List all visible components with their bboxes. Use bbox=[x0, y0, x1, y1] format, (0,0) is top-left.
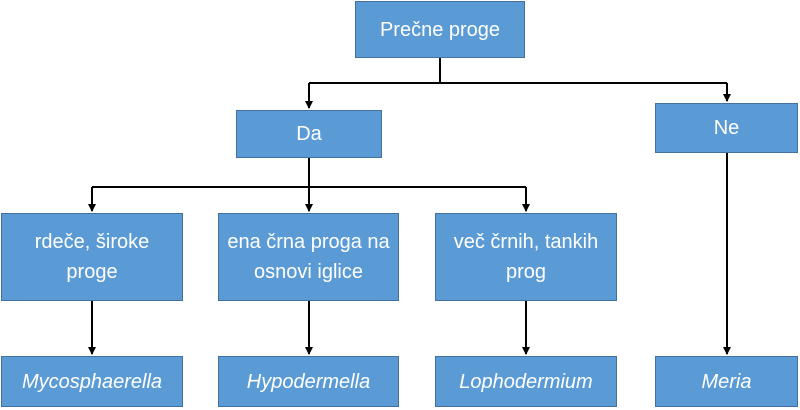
mycosphaerella-label: Mycosphaerella bbox=[21, 370, 163, 393]
no-node-label: Ne bbox=[713, 117, 740, 139]
root-node: Prečne proge bbox=[355, 1, 525, 58]
one-black-stripe-node: ena črna proga na osnovi iglice bbox=[218, 213, 399, 301]
no-node: Ne bbox=[655, 103, 798, 153]
meria-label: Meria bbox=[701, 370, 752, 393]
red-wide-stripes-node: rdeče, široke proge bbox=[1, 213, 183, 301]
one-black-stripe-label: ena črna proga na osnovi iglice bbox=[227, 231, 390, 283]
many-thin-stripes-label: več črnih, tankih prog bbox=[453, 231, 599, 283]
hypodermella-node: Hypodermella bbox=[218, 356, 399, 407]
mycosphaerella-node: Mycosphaerella bbox=[1, 356, 183, 407]
many-thin-stripes-node: več črnih, tankih prog bbox=[435, 213, 617, 301]
yes-node-label: Da bbox=[296, 123, 322, 145]
red-wide-stripes-label: rdeče, široke proge bbox=[34, 231, 150, 283]
root-node-label: Prečne proge bbox=[379, 18, 501, 41]
yes-node: Da bbox=[236, 110, 382, 158]
lophodermium-node: Lophodermium bbox=[435, 356, 617, 407]
hypodermella-label: Hypodermella bbox=[246, 370, 371, 393]
lophodermium-label: Lophodermium bbox=[459, 370, 593, 393]
meria-node: Meria bbox=[655, 356, 798, 407]
